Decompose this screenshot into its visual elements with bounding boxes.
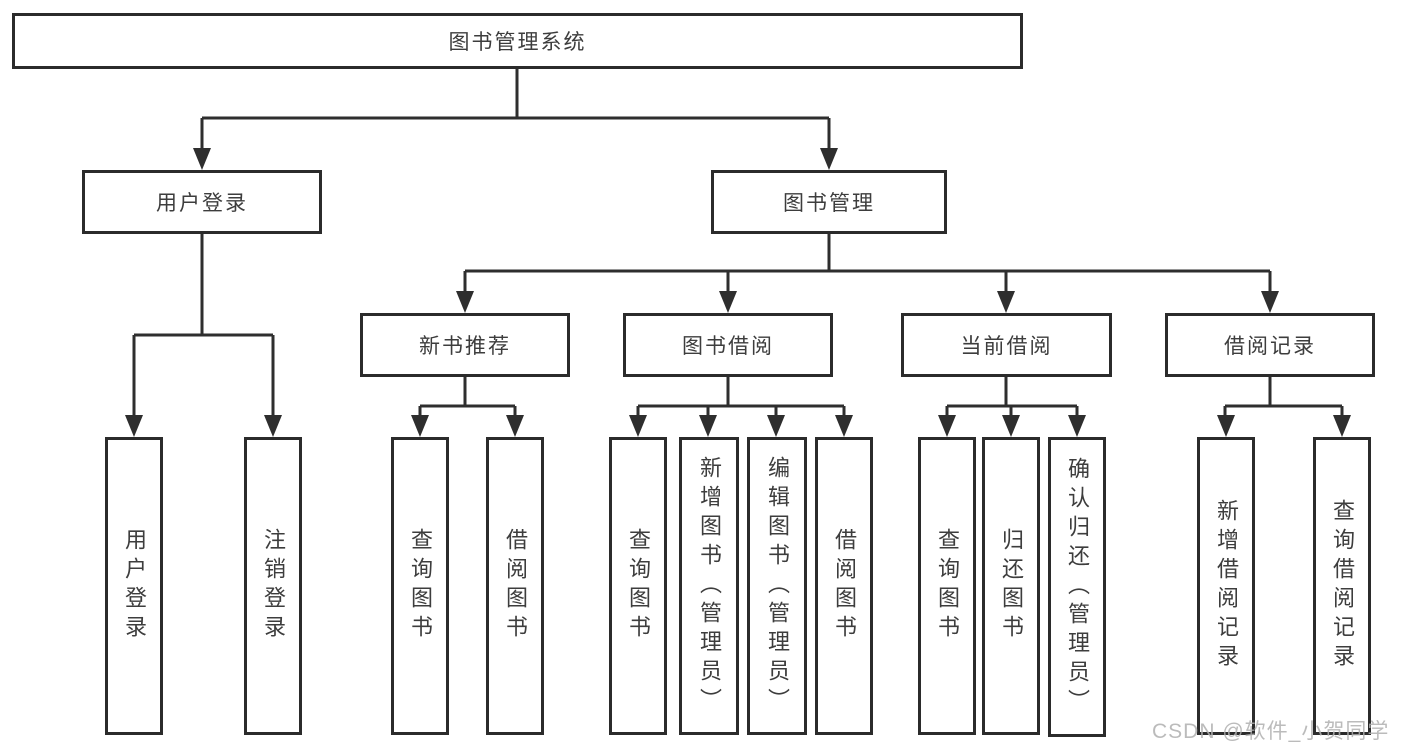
node-user-login: 用户登录 [82, 170, 322, 234]
leaf-logout: 注销登录 [244, 437, 302, 735]
node-borrow-records: 借阅记录 [1165, 313, 1375, 377]
leaf-records-query: 查询借阅记录 [1313, 437, 1371, 735]
node-new-book-recommend: 新书推荐 [360, 313, 570, 377]
arrowheads [125, 148, 1351, 437]
node-book-management: 图书管理 [711, 170, 947, 234]
leaf-borrow-edit-admin: 编辑图书（管理员） [747, 437, 807, 735]
leaf-current-confirm-return-admin: 确认归还（管理员） [1048, 437, 1106, 737]
leaf-borrow-add-admin: 新增图书（管理员） [679, 437, 739, 735]
leaf-current-return: 归还图书 [982, 437, 1040, 735]
node-root-system: 图书管理系统 [12, 13, 1023, 69]
leaf-borrow-borrow: 借阅图书 [815, 437, 873, 735]
leaf-user-login: 用户登录 [105, 437, 163, 735]
node-book-borrow: 图书借阅 [623, 313, 833, 377]
leaf-current-query: 查询图书 [918, 437, 976, 735]
leaf-newbook-borrow: 借阅图书 [486, 437, 544, 735]
leaf-records-add: 新增借阅记录 [1197, 437, 1255, 735]
leaf-newbook-query: 查询图书 [391, 437, 449, 735]
csdn-watermark: CSDN @软件_小贺同学 [1152, 720, 1390, 743]
node-current-borrow: 当前借阅 [901, 313, 1112, 377]
leaf-borrow-query: 查询图书 [609, 437, 667, 735]
